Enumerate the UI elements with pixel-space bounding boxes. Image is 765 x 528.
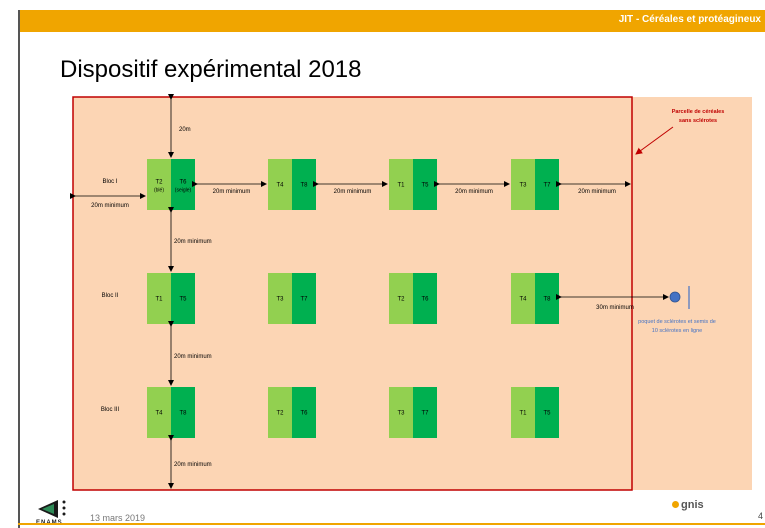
page-number: 4 (758, 511, 764, 521)
plot-right-label: T8 (543, 297, 551, 303)
plot-left (268, 387, 292, 438)
plot-left (389, 273, 413, 324)
gnis-logo: gnis (672, 499, 704, 511)
plot-right-label: T6 (300, 411, 308, 417)
plot-right (292, 273, 316, 324)
plot-left (268, 273, 292, 324)
experimental-parcel-border (72, 96, 633, 491)
plot-right (292, 159, 316, 210)
plot-left-label: T3 (276, 297, 284, 303)
plot-right (171, 273, 195, 324)
plot-right-label: T5 (179, 297, 187, 303)
plot-right-label: T7 (421, 411, 429, 417)
gnis-dot-icon (672, 501, 679, 508)
footer-rule (18, 523, 765, 525)
plot-left (389, 159, 413, 210)
plot-left-label: T3 (397, 411, 405, 417)
plot-right (413, 387, 437, 438)
poquet-marker (669, 291, 681, 303)
plot-left (147, 159, 171, 210)
plot-left (268, 159, 292, 210)
plot-left-label: T2 (397, 297, 405, 303)
plot-right-label: T5 (543, 411, 551, 417)
plot-left (511, 273, 535, 324)
top-distance-label: 20m (179, 127, 191, 133)
plot-right-sublabel: (seigle) (175, 188, 192, 194)
outside-parcel-label-2: sans sclérotes (679, 118, 717, 124)
plot-right (535, 387, 559, 438)
plot-gap-label: 20m minimum (455, 189, 493, 195)
plot-right (171, 159, 195, 210)
plot-right-label: T6 (421, 297, 429, 303)
plot-left-label: T1 (155, 297, 163, 303)
plot-gap-label: 20m minimum (334, 189, 372, 195)
plot-right-label: T8 (300, 183, 308, 189)
plot-left-label: T4 (276, 183, 284, 189)
plot-right (413, 159, 437, 210)
plot-right (535, 159, 559, 210)
plot-right-label: T8 (179, 411, 187, 417)
plot-gap-label: 20m minimum (213, 189, 251, 195)
bottom-distance-label: 20m minimum (174, 462, 212, 468)
plot-right-label: T7 (300, 297, 308, 303)
plot-right (413, 273, 437, 324)
outside-parcel-label: Parcelle de céréales (672, 109, 725, 115)
plot-left-sublabel: (blé) (154, 188, 164, 194)
plot-left-label: T4 (519, 297, 527, 303)
poquet-label: poquet de sclérotes et semis de (638, 319, 716, 325)
gnis-logo-text: gnis (681, 499, 704, 511)
plot-left (389, 387, 413, 438)
right-distance-label: 20m minimum (578, 189, 616, 195)
plot-left (147, 273, 171, 324)
block-label: Bloc III (101, 407, 120, 413)
footer-date: 13 mars 2019 (90, 513, 146, 523)
plot-left-label: T1 (519, 411, 527, 417)
plot-right-label: T6 (179, 180, 187, 186)
plot-left-label: T1 (397, 183, 405, 189)
plot-left-label: T2 (276, 411, 284, 417)
block-gap-label: 20m minimum (174, 354, 212, 360)
block-label: Bloc I (102, 179, 117, 185)
plot-left-label: T4 (155, 411, 163, 417)
slide-title: Dispositif expérimental 2018 (60, 56, 362, 83)
plot-right (535, 273, 559, 324)
block-label: Bloc II (102, 293, 119, 299)
plot-left-label: T3 (519, 183, 527, 189)
header-label: JIT - Céréales et protéagineux (618, 14, 761, 25)
header-bar: JIT - Céréales et protéagineux (18, 10, 765, 32)
plot-left (147, 387, 171, 438)
plot-right (292, 387, 316, 438)
plot-left (511, 387, 535, 438)
block-gap-label: 20m minimum (174, 239, 212, 245)
plot-left (511, 159, 535, 210)
poquet-label-2: 10 sclérotes en ligne (652, 328, 702, 334)
outside-parcel-arrow (635, 126, 674, 155)
left-rule (18, 32, 20, 528)
enams-logo (36, 498, 76, 528)
left-distance-label: 20m minimum (91, 203, 129, 209)
plot-right (171, 387, 195, 438)
plot-right-label: T5 (421, 183, 429, 189)
plot-right-label: T7 (543, 183, 551, 189)
poquet-distance-label: 30m minimum (596, 305, 634, 311)
plot-left-label: T2 (155, 180, 163, 186)
